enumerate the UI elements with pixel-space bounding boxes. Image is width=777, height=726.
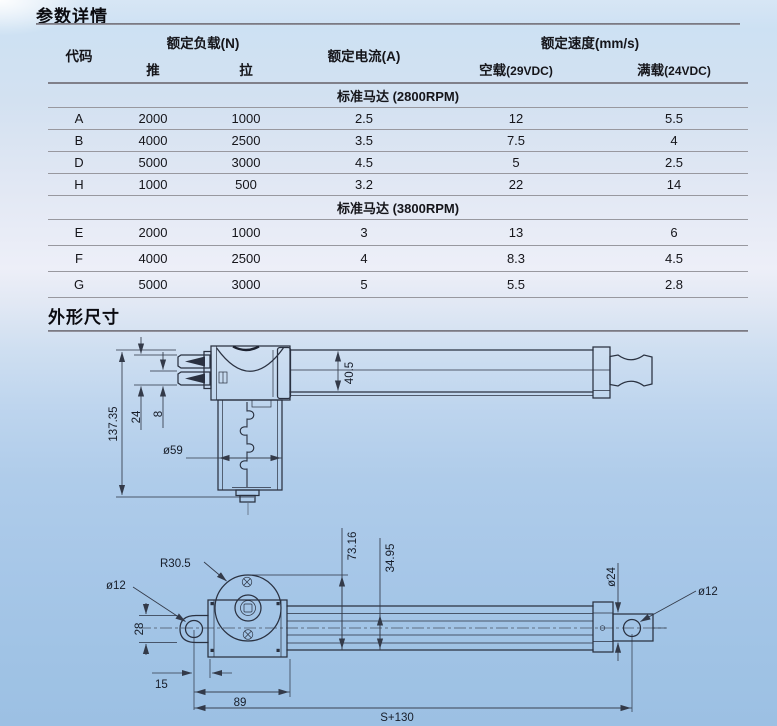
cable-coil	[239, 402, 255, 487]
dim-label-overall-height: 137.35	[108, 406, 120, 441]
dim-label-body-length: 89	[234, 697, 247, 709]
dim-label-total-length: S+130	[380, 712, 414, 724]
col-header-noload: 空载(29VDC)	[432, 56, 600, 84]
dim-label-fork-height: 24	[131, 410, 143, 423]
dim-label-tube-width: 34.95	[385, 544, 397, 573]
col-header-current: 额定电流(A)	[296, 27, 432, 84]
col-header-load: 额定负载(N)	[166, 35, 240, 51]
gear-housing-circle	[214, 574, 282, 642]
col-header-fullload: 满载(24VDC)	[600, 56, 749, 84]
dim-label-rear-hole-dia: ø12	[106, 580, 126, 592]
col-header-pull: 拉	[196, 56, 296, 84]
page-title-parameters: 参数详情	[36, 7, 108, 26]
dimensions-rule	[48, 330, 748, 332]
dim-label-total-height: 73.16	[347, 532, 359, 561]
dimension-drawings: 137.35 24 8 ø59 40.5	[106, 337, 718, 724]
dim-label-rod-dia: ø24	[606, 566, 618, 586]
fullload-voltage: (24VDC)	[664, 64, 711, 78]
spec-table: 代码 额定负载(N) 额定电流(A) 额定速度(mm/s) 推 拉 空载(29V…	[48, 27, 749, 298]
noload-voltage: (29VDC)	[506, 64, 553, 78]
page-title-dimensions: 外形尺寸	[48, 308, 120, 327]
col-header-speed: 额定速度(mm/s)	[540, 35, 640, 51]
col-header-push: 推	[110, 56, 196, 84]
dim-label-hole-to-body: 15	[155, 679, 168, 691]
actuator-side-view: 137.35 24 8 ø59 40.5	[108, 337, 653, 516]
dim-label-rear-clevis-width: 28	[134, 623, 146, 636]
title-rule	[36, 23, 740, 25]
dim-label-gear-radius: R30.5	[160, 558, 191, 570]
table-header-row-1: 代码 额定负载(N) 额定电流(A) 额定速度(mm/s)	[48, 27, 748, 84]
section-row-2800rpm: 标准马达 (2800RPM)	[48, 83, 749, 108]
screw-icon	[242, 629, 254, 640]
screw-icon	[241, 576, 253, 588]
table-header-row-2: 推 拉 空载(29VDC) 满载(24VDC)	[48, 56, 749, 84]
dim-label-gearbox-dia: ø59	[163, 445, 183, 457]
dim-label-front-hole-dia: ø12	[698, 586, 718, 598]
dim-label-prong: 8	[153, 411, 165, 417]
section-row-3800rpm: 标准马达 (3800RPM)	[48, 195, 749, 220]
col-header-code: 代码	[48, 27, 110, 84]
actuator-top-view: 73.16 34.95 28 ø24 R30.5 ø12 ø12	[106, 528, 718, 724]
dim-label-tube-dia: 40.5	[344, 362, 356, 384]
